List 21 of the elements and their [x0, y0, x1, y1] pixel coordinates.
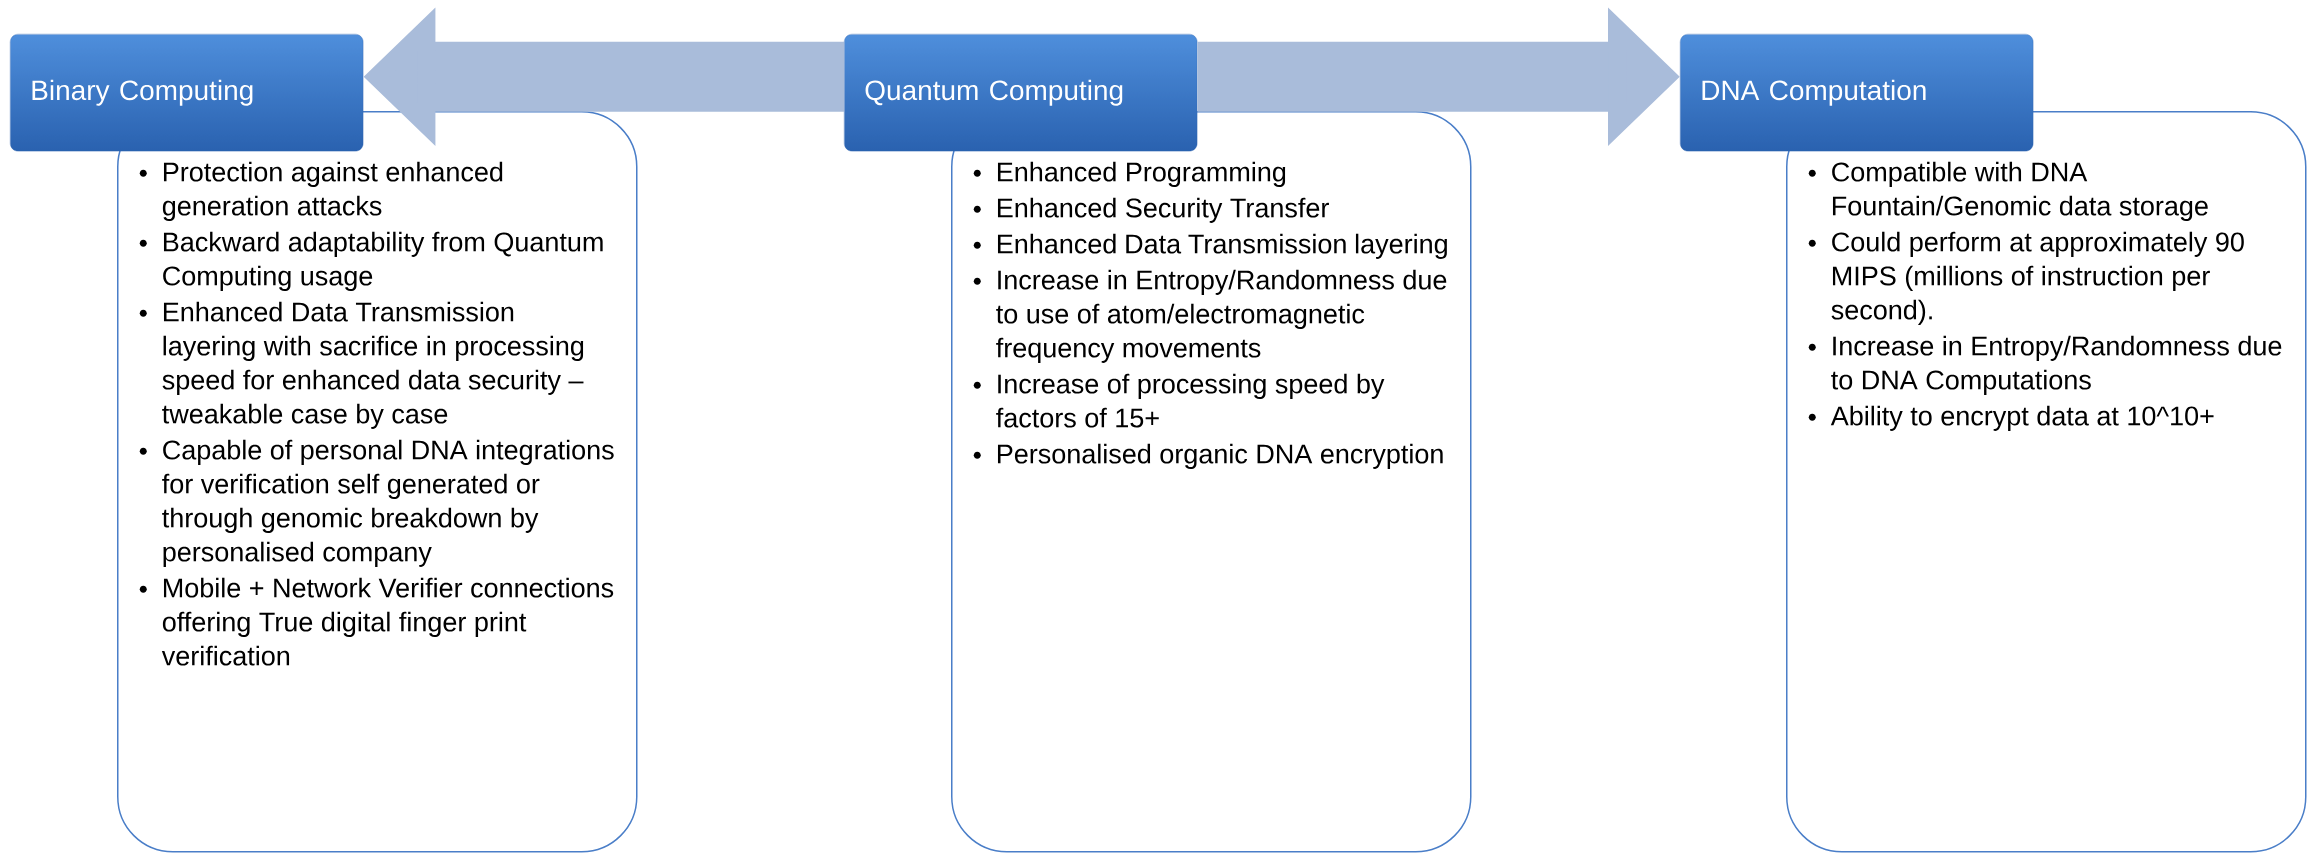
content-card — [117, 111, 638, 853]
content-card — [951, 111, 1472, 853]
bullet-item: Compatible with DNA Fountain/Genomic data storage — [1808, 161, 2208, 221]
content-card — [1786, 111, 2307, 853]
bullet-item: Capable of personal DNA integrations for verification self generated or through genomic breakdown by personalised company — [139, 439, 614, 567]
bullet-item: Increase in Entropy/Randomness due to use of atom/electromagnetic frequency movements — [973, 269, 1447, 363]
bullet-item: Enhanced Data Transmission layering — [973, 233, 1447, 259]
bullet-item: Increase in Entropy/Randomness due to DNA Computations — [1808, 335, 2282, 395]
header-box: DNA Computation — [1680, 34, 2034, 152]
bullet-item: Enhanced Data Transmission layering with sacrifice in processing speed for enhanced data security – tweakable case by case — [139, 301, 584, 429]
bullet-item: Enhanced Security Transfer — [973, 197, 1329, 223]
bullet-item: Protection against enhanced generation attacks — [139, 161, 503, 221]
bullet-item: Backward adaptability from Quantum Computing usage — [139, 231, 603, 291]
header-box: Quantum Computing — [844, 34, 1198, 152]
header-box: Binary Computing — [10, 34, 364, 152]
bullet-item: Mobile + Network Verifier connections offering True digital finger print verification — [139, 577, 614, 666]
bullet-item: Increase of processing speed by factors of 15+ — [973, 373, 1385, 428]
bullet-item: Enhanced Programming — [973, 161, 1286, 187]
bullet-item: Could perform at approximately 90 MIPS (millions of instruction per second). — [1808, 231, 2244, 325]
bullet-item: Personalised organic DNA encryption — [973, 443, 1443, 469]
bullet-item: Ability to encrypt data at 10^10+ — [1808, 405, 2214, 431]
